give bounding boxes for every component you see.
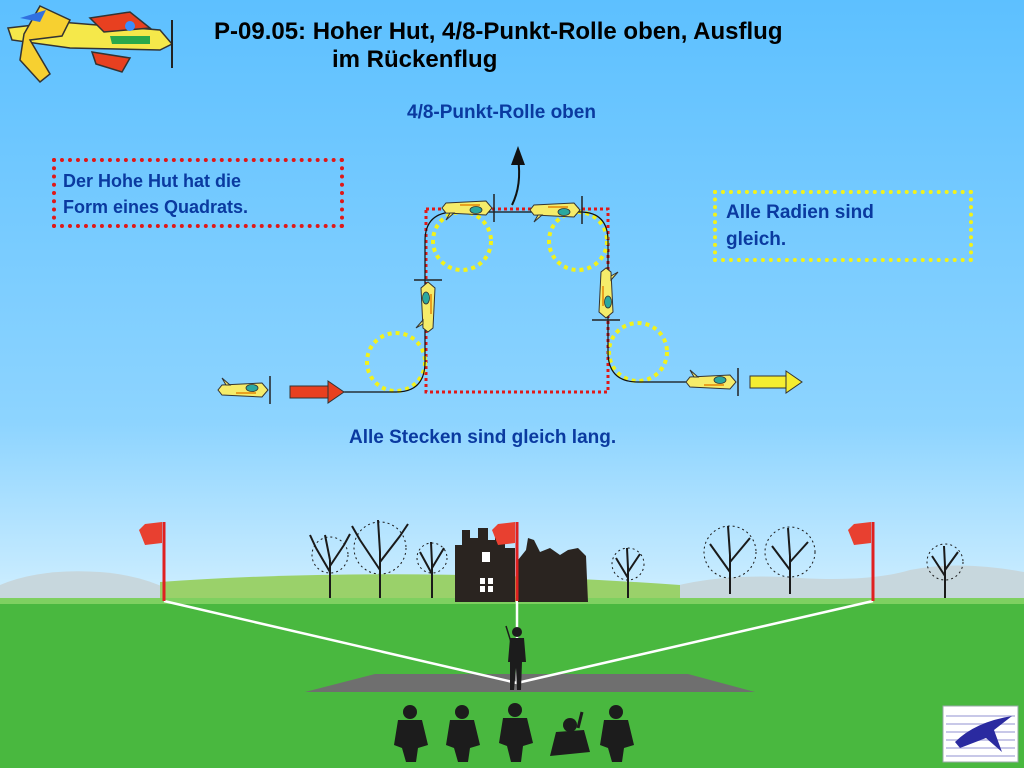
castle-ruin	[455, 528, 588, 602]
radius-circle	[431, 210, 493, 272]
model-plane-icon	[413, 279, 443, 333]
spectator-silhouette-icon	[550, 711, 590, 756]
model-plane-icon	[441, 193, 495, 223]
note-right: Alle Radien sind gleich.	[726, 199, 874, 253]
radius-circles	[365, 210, 669, 393]
note-left: Der Hohe Hut hat die Form eines Quadrats…	[63, 168, 248, 220]
title-line-1: P-09.05: Hoher Hut, 4/8-Punkt-Rolle oben…	[214, 18, 783, 45]
model-plane-icon	[217, 375, 271, 405]
aerobatic-plane-logo-icon	[6, 5, 174, 84]
entry-arrow-icon	[289, 380, 345, 404]
tree-icon	[926, 543, 964, 598]
spectator-silhouette-icon	[499, 703, 533, 762]
roll-exit-arrow-icon	[511, 146, 525, 165]
note-box-left	[52, 158, 344, 228]
flight-path-line	[340, 211, 690, 393]
model-plane-icon	[591, 267, 621, 321]
line-right-pole	[516, 599, 874, 685]
roll-label: 4/8-Punkt-Rolle oben	[407, 102, 596, 123]
note-right-line-2: gleich.	[726, 229, 787, 250]
tree-icon	[764, 526, 816, 594]
spectators	[394, 703, 634, 762]
model-plane-icon	[685, 367, 739, 397]
page-title: P-09.05: Hoher Hut, 4/8-Punkt-Rolle oben…	[214, 18, 914, 74]
pilot-silhouette-icon	[505, 625, 526, 690]
pole-flag-icon	[139, 522, 166, 601]
spectator-silhouette-icon	[600, 705, 634, 762]
note-box-right	[713, 190, 973, 262]
pole-flag-icon	[848, 522, 875, 601]
hat-square-outline	[424, 207, 610, 394]
tree-group	[309, 519, 964, 598]
tree-icon	[351, 519, 409, 598]
note-right-line-1: Alle Radien sind	[726, 202, 874, 223]
roll-exit-line	[511, 157, 521, 206]
radius-circle	[607, 321, 669, 383]
spectator-silhouette-icon	[446, 705, 480, 762]
note-left-line-1: Der Hohe Hut hat die	[63, 171, 242, 191]
title-line-2: im Rückenflug	[332, 46, 498, 73]
radius-circle	[365, 331, 427, 393]
association-logo-icon	[942, 705, 1019, 763]
tree-icon	[611, 547, 645, 598]
tree-icon	[416, 541, 448, 598]
tree-icon	[309, 533, 351, 598]
note-left-line-2: Form eines Quadrats.	[63, 197, 249, 217]
bottom-caption: Alle Stecken sind gleich lang.	[349, 427, 617, 448]
runway	[305, 674, 755, 692]
pole-flag-icon	[492, 522, 519, 601]
hill-right	[660, 565, 1024, 600]
tree-icon	[703, 525, 757, 594]
exit-arrow-icon	[749, 370, 803, 394]
line-left-pole	[163, 599, 518, 685]
radius-circle	[547, 210, 609, 272]
hill-left	[0, 571, 170, 600]
spectator-silhouette-icon	[394, 705, 428, 762]
